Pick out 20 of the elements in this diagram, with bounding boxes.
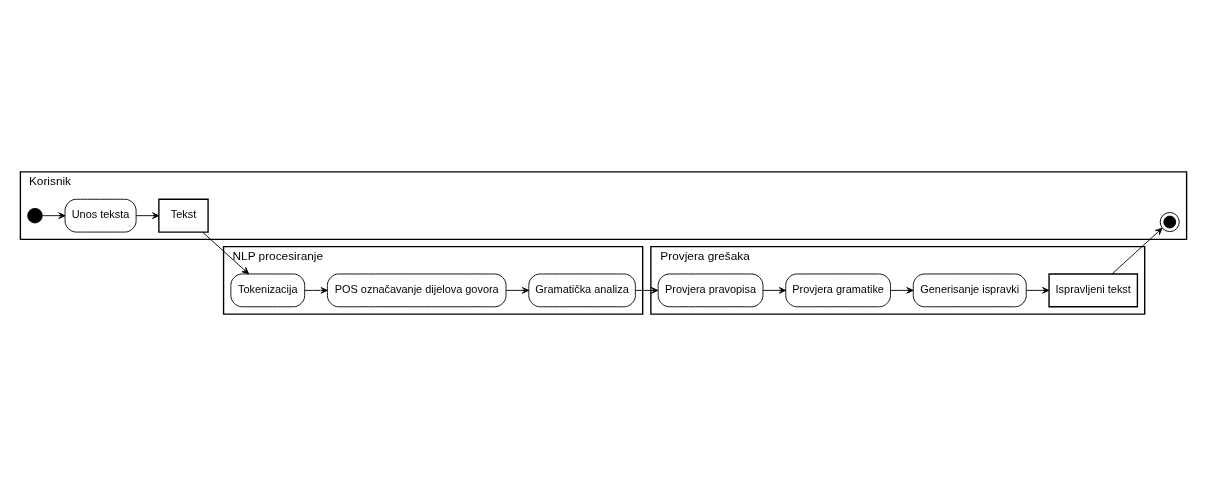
node-box: POS označavanje dijelova govora [326, 273, 507, 308]
node-box: Unos teksta [64, 198, 137, 233]
arrow [635, 287, 659, 294]
node-box: Tokenizacija [230, 273, 306, 308]
arrow [304, 287, 328, 294]
arrow [762, 287, 787, 294]
node-box: Generisanje ispravki [912, 273, 1027, 308]
node-box: Provjera gramatike [785, 273, 891, 308]
arrow [42, 212, 66, 219]
arrow [202, 231, 250, 275]
arrow [505, 287, 530, 294]
node-box: Gramatička analiza [528, 273, 636, 308]
node-box: Provjera pravopisa [657, 273, 764, 308]
arrow [1111, 227, 1163, 275]
node-circle [27, 207, 43, 224]
node-box: Ispravljeni tekst [1048, 273, 1139, 308]
arrow [890, 287, 914, 294]
arrow [1026, 287, 1050, 294]
arrow [135, 212, 160, 219]
node-box: Tekst [158, 198, 209, 233]
